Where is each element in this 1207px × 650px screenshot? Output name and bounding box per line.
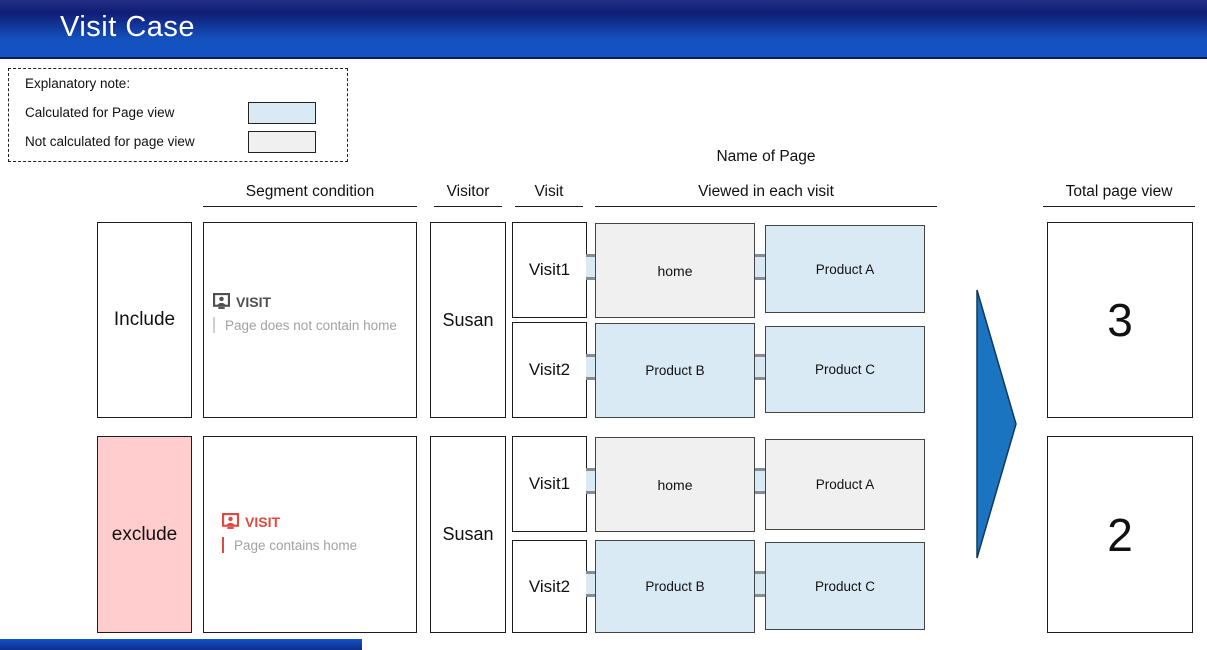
page-box: Product B	[595, 540, 755, 633]
segment-condition-text: Page does not contain home	[225, 317, 397, 333]
page-title: Visit Case	[60, 10, 196, 43]
visitor-box: Susan	[430, 436, 506, 633]
mode-box-include: Include	[97, 222, 192, 418]
connector	[586, 468, 596, 494]
segment-condition-line: Page contains home	[222, 537, 422, 553]
connector	[754, 254, 766, 280]
segment-condition-box-include: VISIT Page does not contain home	[203, 222, 417, 418]
page-box: Product A	[765, 225, 925, 313]
header-visitor: Visitor	[434, 183, 502, 207]
header-viewed-in-each-visit: Viewed in each visit	[595, 183, 937, 207]
legend-label: Calculated for Page view	[25, 105, 175, 120]
page-box: Product A	[765, 439, 925, 530]
page-box: home	[595, 223, 755, 318]
header-segment-condition: Segment condition	[203, 183, 417, 207]
segment-tool-line: VISIT	[222, 513, 422, 530]
page-box: Product C	[765, 326, 925, 413]
segment-condition-text: Page contains home	[234, 537, 358, 553]
connector	[754, 571, 766, 597]
page-box: home	[595, 437, 755, 532]
visit-icon	[222, 513, 239, 530]
header-name-of-page: Name of Page	[716, 148, 816, 165]
visitor-box: Susan	[430, 222, 506, 418]
total-page-view-box: 2	[1047, 436, 1193, 633]
legend-label: Not calculated for page view	[25, 134, 195, 149]
segment-tool-line: VISIT	[213, 293, 413, 310]
mode-box-exclude: exclude	[97, 436, 192, 633]
visit-box: Visit2	[512, 540, 587, 633]
legend-box: Explanatory note: Calculated for Page vi…	[8, 68, 348, 162]
segment-condition-box-exclude: VISIT Page contains home	[203, 436, 417, 633]
condition-bar	[222, 537, 224, 553]
legend-item-calculated: Calculated for Page view	[25, 98, 333, 127]
visit-box: Visit2	[512, 322, 587, 418]
legend-title: Explanatory note:	[25, 76, 131, 91]
calculated-color-swatch	[248, 101, 316, 124]
segment-condition-line: Page does not contain home	[213, 317, 413, 333]
visit-icon	[213, 293, 230, 310]
page-box: Product C	[765, 542, 925, 630]
connector	[586, 254, 596, 280]
visit-box: Visit1	[512, 222, 587, 318]
legend-item-not-calculated: Not calculated for page view	[25, 127, 333, 156]
segment-tool-label: VISIT	[245, 513, 281, 530]
header-total-page-view: Total page view	[1043, 183, 1195, 207]
segment-condition-content: VISIT Page does not contain home	[213, 293, 413, 333]
not-calculated-color-swatch	[248, 130, 316, 153]
total-page-view-box: 3	[1047, 222, 1193, 418]
connector	[754, 468, 766, 494]
right-arrow-icon	[976, 289, 1017, 559]
condition-bar	[213, 317, 215, 333]
segment-condition-content: VISIT Page contains home	[222, 513, 422, 553]
visit-box: Visit1	[512, 436, 587, 532]
footer-accent-bar	[0, 639, 362, 650]
header-bar: Visit Case	[0, 0, 1207, 59]
connector	[586, 571, 596, 597]
segment-tool-label: VISIT	[236, 293, 272, 310]
header-visit: Visit	[515, 183, 583, 207]
connector	[586, 354, 596, 380]
page-box: Product B	[595, 323, 755, 418]
connector	[754, 354, 766, 380]
